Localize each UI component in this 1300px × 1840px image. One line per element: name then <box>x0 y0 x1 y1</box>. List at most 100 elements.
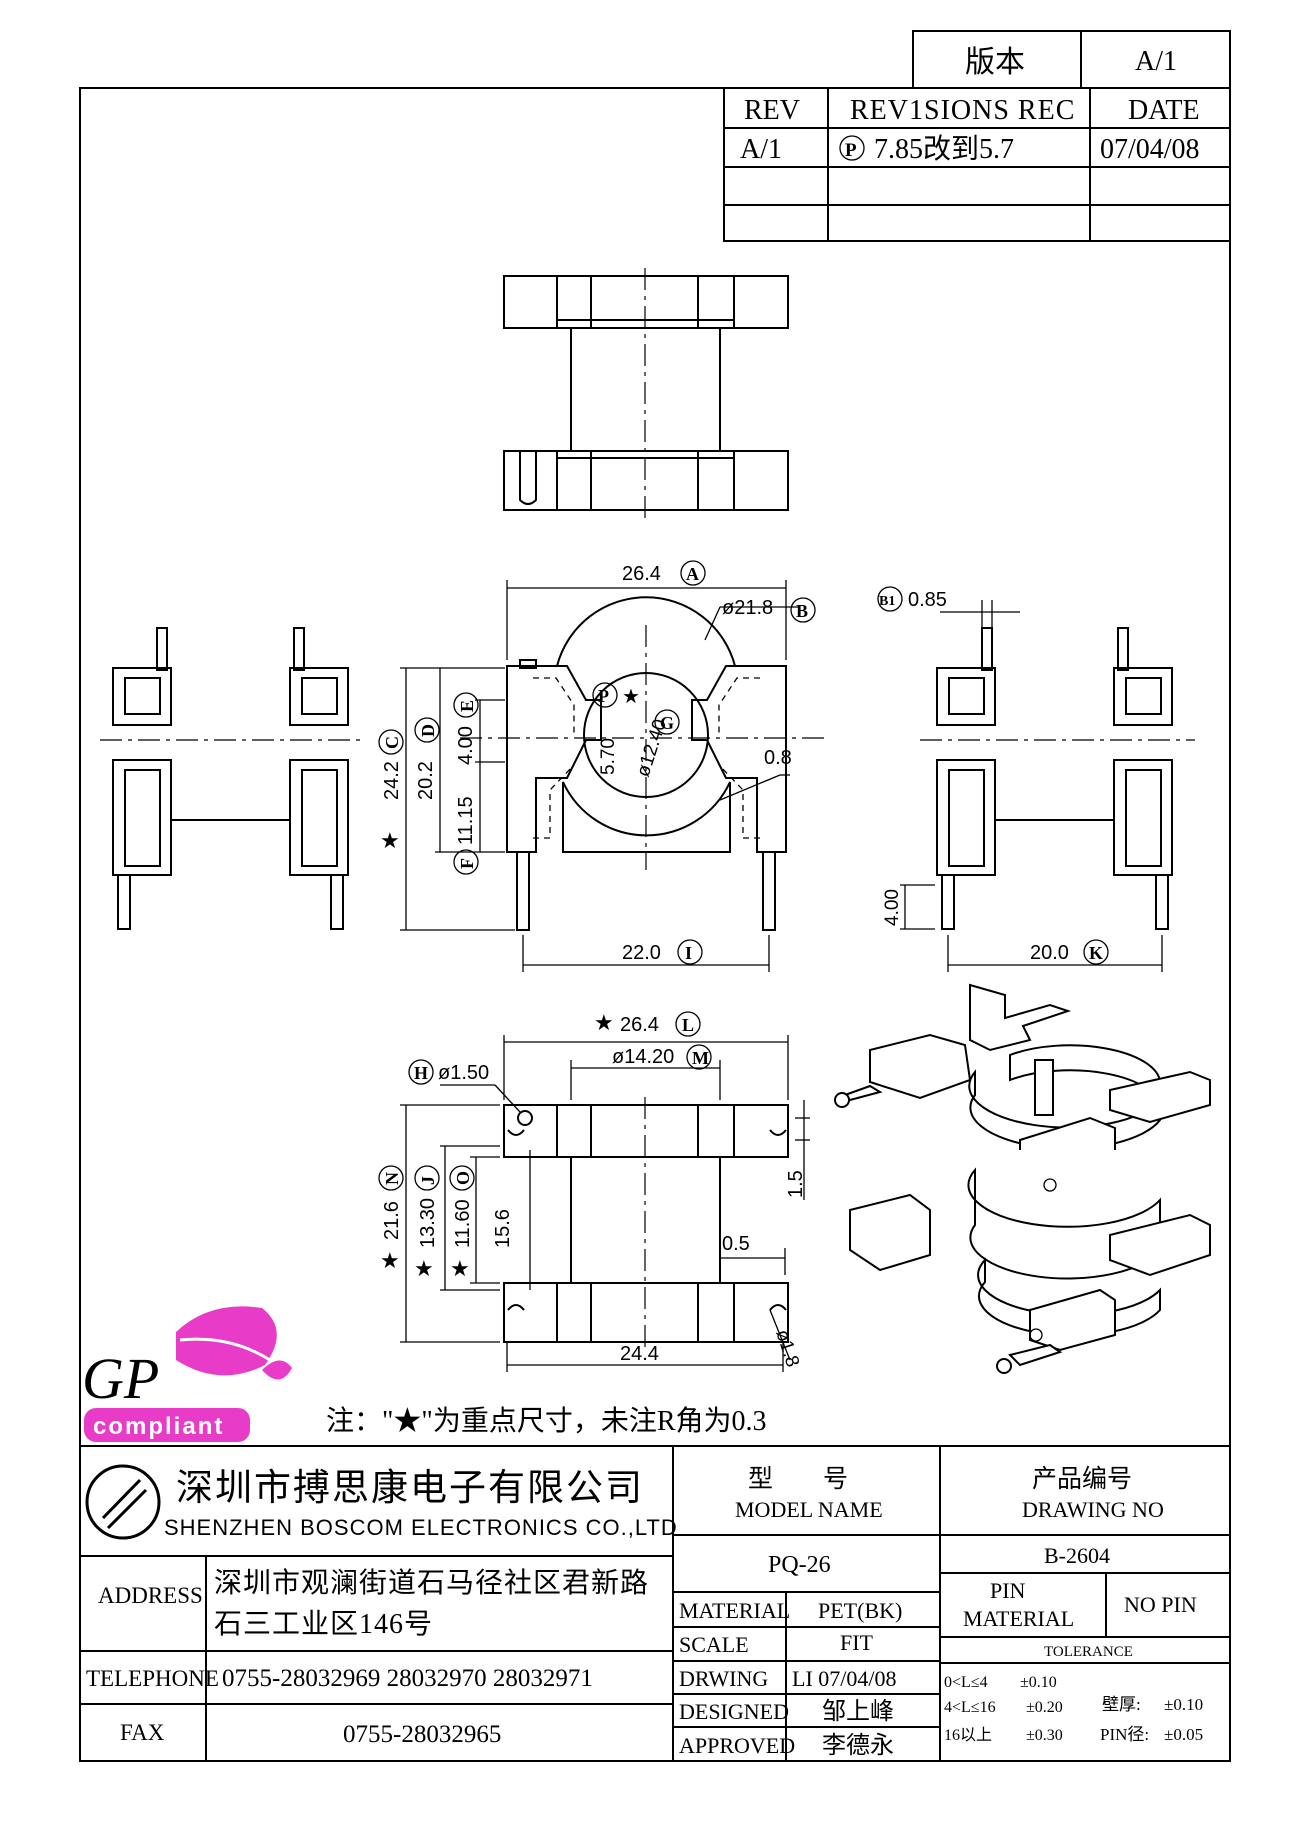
dim-m-letter: M <box>692 1048 709 1068</box>
left-side-view <box>100 627 362 930</box>
revision-table: REV REV1SIONS REC DATE A/1 P 7.85改到5.7 0… <box>723 87 1231 242</box>
dim-c-star: ★ <box>380 828 400 853</box>
dim-gap-value: 0.5 <box>722 1233 750 1255</box>
dim-hole-value: ø1.8 <box>771 1327 803 1370</box>
pin-dia-value: ±0.05 <box>1164 1725 1203 1744</box>
pin-material-label-1: PIN <box>990 1578 1026 1603</box>
dim-e-value: 4.00 <box>455 726 477 765</box>
product-number-cn: 产品编号 <box>1032 1465 1132 1493</box>
dim-a-value: 26.4 <box>622 563 661 585</box>
drawing-value: LI 07/04/08 <box>792 1666 897 1691</box>
dim-d-letter: D <box>418 724 438 737</box>
dim-bottom-width: 24.4 <box>620 1343 659 1365</box>
version-block: 版本 A/1 <box>912 30 1231 89</box>
tolerance-label: TOLERANCE <box>1044 1644 1133 1660</box>
dimension-lines <box>400 580 1163 1372</box>
dim-inner-value: 15.6 <box>492 1209 514 1248</box>
rev-row-1-date: 07/04/08 <box>1100 134 1200 165</box>
scale-label: SCALE <box>679 1632 749 1657</box>
version-value: A/1 <box>1135 46 1177 77</box>
rev-header: REV <box>744 95 800 126</box>
tol-range-3: 16以上 <box>944 1726 992 1744</box>
fax-value: 0755-28032965 <box>343 1721 501 1748</box>
tol-value-1: ±0.10 <box>1020 1674 1057 1691</box>
top-view <box>503 268 789 518</box>
dim-b-letter: B <box>796 601 808 621</box>
dim-g-letter: G <box>660 713 674 733</box>
designed-label: DESIGNED <box>679 1699 789 1724</box>
dim-n-star: ★ <box>380 1248 400 1273</box>
compliant-text: compliant <box>93 1413 224 1440</box>
telephone-value: 0755-28032969 28032970 28032971 <box>222 1665 593 1692</box>
wall-value: ±0.10 <box>1164 1695 1203 1714</box>
dim-web-value: 0.8 <box>764 747 792 769</box>
company-name-en: SHENZHEN BOSCOM ELECTRONICS CO.,LTD <box>164 1515 678 1540</box>
dim-p-value: 5.70 <box>598 738 619 775</box>
rev-row-1-marker: P <box>845 140 857 161</box>
dim-pin-length: 4.00 <box>882 889 903 926</box>
address-line-2: 石三工业区146号 <box>214 1609 433 1640</box>
front-view <box>460 596 830 931</box>
model-name-en: MODEL NAME <box>735 1497 883 1522</box>
dim-a-letter: A <box>686 564 699 584</box>
tol-range-2: 4<L≤16 <box>944 1699 996 1716</box>
scale-value: FIT <box>840 1630 874 1655</box>
company-logo <box>85 1464 161 1540</box>
rec-header: REV1SIONS REC <box>850 95 1075 126</box>
dim-l-value: 26.4 <box>620 1014 659 1036</box>
pin-dia-label: PIN径: <box>1100 1725 1149 1744</box>
compliant-badge <box>84 1408 250 1442</box>
dim-o-star: ★ <box>450 1256 470 1281</box>
dim-i-letter: I <box>685 943 692 963</box>
gp-text: GP <box>82 1346 159 1411</box>
company-logo-icon <box>85 1464 161 1540</box>
dim-h-letter: H <box>414 1063 428 1083</box>
dim-p-letter: P <box>598 686 609 706</box>
dim-d-value: 20.2 <box>415 761 437 800</box>
dim-h-value: ø1.50 <box>438 1062 489 1084</box>
date-header: DATE <box>1128 95 1200 126</box>
model-name-cn: 型 号 <box>748 1465 848 1493</box>
address-line-1: 深圳市观澜街道石马径社区君新路 <box>214 1567 649 1599</box>
rev-marker-circle <box>839 135 865 161</box>
dim-i-value: 22.0 <box>622 942 661 964</box>
approved-value: 李德永 <box>822 1732 894 1759</box>
tol-range-1: 0<L≤4 <box>944 1674 988 1691</box>
dim-e-letter: E <box>457 700 477 712</box>
dim-o-letter: O <box>453 1171 473 1185</box>
title-block <box>80 1445 1230 1761</box>
dim-k-letter: K <box>1089 943 1103 963</box>
pin-material-label-2: MATERIAL <box>963 1606 1074 1631</box>
rev-row-1-rec: 7.85改到5.7 <box>874 133 1014 165</box>
dim-p-star: ★ <box>622 686 640 708</box>
tol-value-2: ±0.20 <box>1026 1699 1063 1716</box>
dim-b1-letter: B1 <box>879 594 895 609</box>
drawing-label: DRWING <box>679 1666 768 1691</box>
dim-j-star: ★ <box>414 1256 434 1281</box>
material-label: MATERIAL <box>679 1598 790 1623</box>
dim-j-value: 13.30 <box>417 1198 439 1248</box>
fax-label: FAX <box>120 1720 165 1745</box>
address-label: ADDRESS <box>98 1583 203 1608</box>
telephone-label: TELEPHONE <box>86 1666 219 1691</box>
right-side-view <box>920 627 1195 930</box>
version-label: 版本 <box>965 46 1025 79</box>
dim-l-letter: L <box>682 1015 694 1035</box>
dim-c-letter: C <box>382 736 402 749</box>
dim-k-value: 20.0 <box>1030 942 1069 964</box>
company-name-cn: 深圳市搏思康电子有限公司 <box>176 1467 644 1509</box>
dim-f-value: 11.15 <box>455 796 477 845</box>
drawing-no-value: B-2604 <box>1044 1543 1110 1568</box>
dim-b1-value: 0.85 <box>908 589 947 611</box>
rev-row-1-rev: A/1 <box>740 134 782 165</box>
gp-compliant-logo: GP compliant <box>82 1306 292 1442</box>
material-value: PET(BK) <box>818 1598 902 1623</box>
dim-c-value: 24.2 <box>381 761 403 800</box>
dim-m-value: ø14.20 <box>612 1046 674 1068</box>
tol-value-3: ±0.30 <box>1026 1727 1063 1744</box>
drawing-border <box>79 87 1231 1762</box>
dim-slot-value: 1.5 <box>785 1170 807 1198</box>
dim-l-star: ★ <box>594 1010 614 1035</box>
dim-n-value: 21.6 <box>381 1201 403 1240</box>
bottom-view <box>503 1097 789 1350</box>
